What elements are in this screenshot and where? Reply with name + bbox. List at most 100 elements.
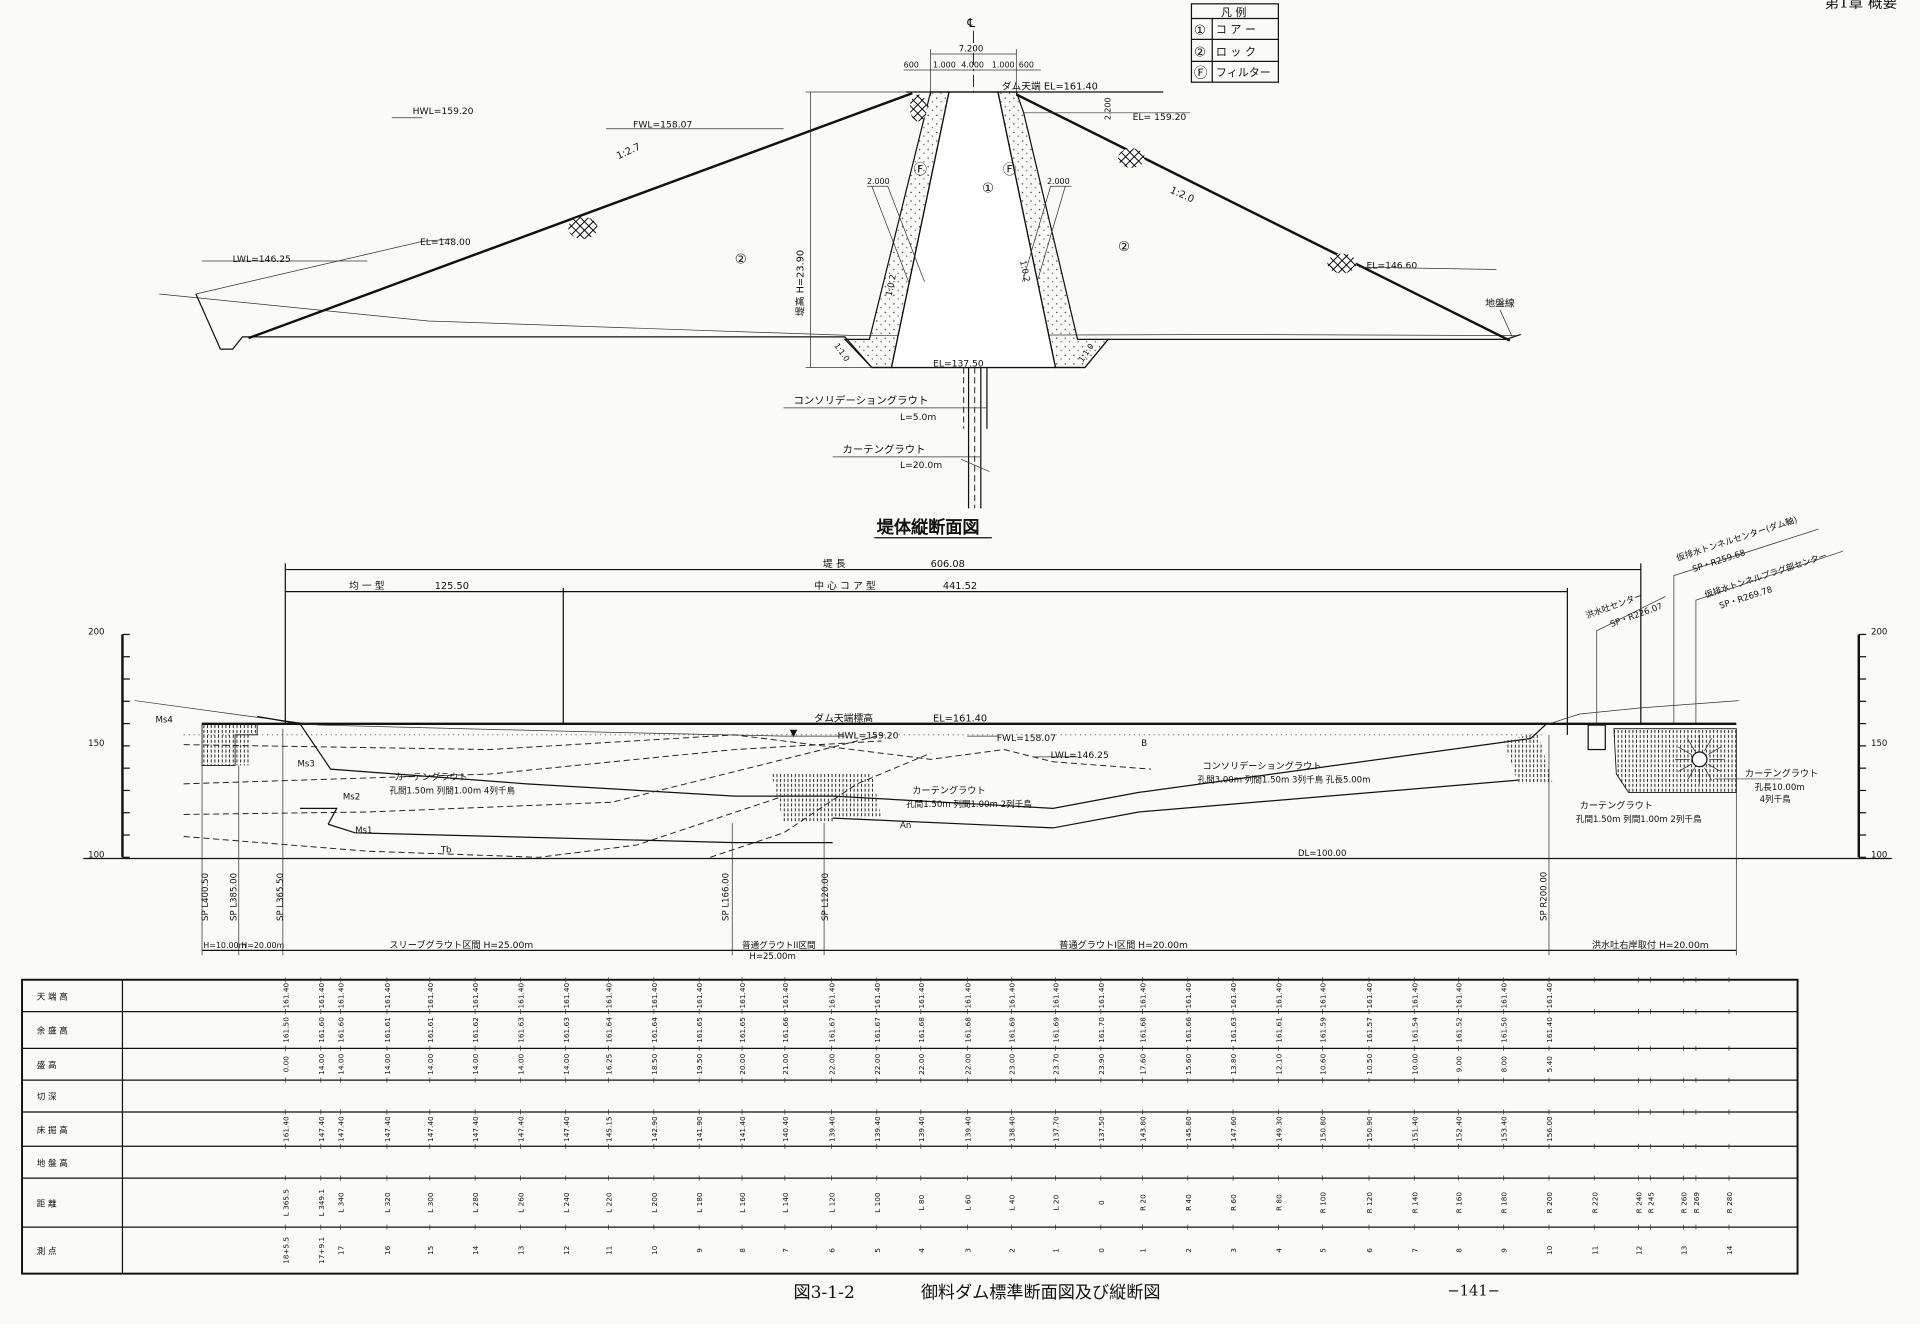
curtain-length: L=20.0m [900, 460, 942, 471]
table-cell-excav: 140.40 [781, 1116, 790, 1142]
table-cell-sta: 16 [383, 1245, 392, 1255]
table-cell-dist: R 280 [1725, 1192, 1734, 1214]
table-cell-excav: 147.40 [383, 1116, 392, 1142]
table-cell-extra: 161.61 [383, 1017, 392, 1043]
filter-width-right: 2.000 [1047, 177, 1070, 186]
sp-mark-l365: SP L365.50 [276, 873, 286, 921]
berm-dim: 2.200 [1104, 97, 1113, 120]
water-mark-icon: ▼ [790, 728, 798, 739]
table-cell-excav: 152.40 [1454, 1116, 1463, 1142]
table-cell-dist: R 80 [1274, 1194, 1283, 1211]
table-cell-dist: L 365.5 [281, 1189, 290, 1217]
table-cell-crest: 161.40 [873, 983, 882, 1009]
lwl-label: LWL=146.25 [233, 254, 291, 265]
table-cell-fill: 8.00 [1500, 1056, 1509, 1073]
diversion-tunnel-icon [1691, 751, 1708, 768]
table-cell-extra: 161.64 [605, 1017, 614, 1043]
downstream-el-label: EL=146.60 [1367, 260, 1418, 271]
table-cell-sta: 2 [1184, 1248, 1193, 1253]
legend-title: 凡 例 [1221, 5, 1247, 19]
table-cell-excav: 150.80 [1319, 1116, 1328, 1142]
table-cell-dist: R 140 [1410, 1192, 1419, 1214]
sp-mark-l385: SP L385.00 [229, 873, 239, 921]
note-tunnel-curtain-2: 孔長10.00m [1755, 782, 1805, 793]
table-cell-dist: R 120 [1365, 1192, 1374, 1214]
base-el-label: EL=137.50 [933, 358, 984, 369]
table-cell-sta: 4 [1274, 1248, 1283, 1253]
table-cell-sta: 8 [1454, 1248, 1463, 1253]
stratum-ms3: Ms3 [298, 760, 315, 770]
table-cell-extra: 161.50 [281, 1017, 290, 1043]
chapter-header: 第1章 概要 [1824, 0, 1897, 12]
note-curtain-mid-1: カーテングラウト [912, 785, 985, 797]
table-cell-excav: 139.40 [917, 1116, 926, 1142]
table-cell-crest: 161.40 [917, 983, 926, 1009]
cross-section-title: 堤体縦断面図 [877, 517, 980, 538]
crest-dim-3: 4.000 [961, 61, 984, 70]
legend-symbol-core: ① [1194, 23, 1206, 38]
table-cell-fill: 20.00 [738, 1053, 747, 1074]
table-row-label: 距 離 [37, 1197, 57, 1209]
grout-ray [1707, 763, 1721, 772]
crest-el: EL=161.40 [933, 713, 987, 724]
table-cell-dist: R 240 [1634, 1192, 1643, 1214]
table-cell-sta: 5 [1319, 1248, 1328, 1253]
table-cell-sta: 14 [1725, 1245, 1734, 1255]
axis-tick-200-left: 200 [88, 627, 104, 637]
table-cell-sta: 1 [1052, 1248, 1061, 1253]
table-cell-sta: 3 [963, 1248, 972, 1253]
table-cell-dist: L 60 [963, 1194, 972, 1210]
table-cell-fill: 22.00 [873, 1053, 882, 1074]
crest-width-dim: 7.200 [959, 45, 984, 55]
table-cell-crest: 161.40 [827, 983, 836, 1009]
legend-symbol-rock: ② [1194, 45, 1206, 60]
table-cell-dist: L 140 [781, 1192, 790, 1213]
zone-label-rock-downstream: ② [1118, 240, 1130, 255]
legend-label-filter: フィルター [1216, 66, 1271, 79]
consolidation-length: L=5.0m [900, 412, 936, 423]
table-cell-excav: 139.40 [963, 1116, 972, 1142]
legend: 凡 例 ① コ ア ー ② ロ ッ ク Ⓕ フィルター [1190, 3, 1279, 83]
table-cell-sta: 8 [738, 1248, 747, 1253]
grout-ray [1678, 763, 1692, 772]
table-cell-dist: R 40 [1184, 1194, 1193, 1211]
table-cell-dist: R 200 [1545, 1192, 1554, 1214]
table-cell-crest: 161.40 [1500, 983, 1509, 1009]
table-cell-excav: 141.90 [695, 1116, 704, 1142]
stratum-tb: Tb [440, 845, 452, 855]
table-cell-dist: L 300 [426, 1192, 435, 1213]
table-cell-fill: 22.00 [917, 1053, 926, 1074]
fwl-label: FWL=158.07 [633, 120, 692, 131]
table-row-label: 地 盤 高 [37, 1157, 69, 1169]
table-cell-sta: 13 [516, 1245, 525, 1255]
consolidation-grout-label: コンソリデーショングラウト [793, 394, 928, 407]
table-cell-extra: 161.60 [336, 1017, 345, 1043]
table-cell-excav: 147.40 [562, 1116, 571, 1142]
axis-tick-100-right: 100 [1871, 850, 1887, 860]
table-cell-crest: 161.40 [1410, 983, 1419, 1009]
table-cell-sta: 17+9.1 [317, 1237, 326, 1264]
table-cell-fill: 0.00 [281, 1056, 290, 1073]
table-row-label: 切 深 [37, 1092, 57, 1103]
fwl-label: FWL=158.07 [997, 733, 1056, 744]
table-cell-crest: 161.40 [1454, 983, 1463, 1009]
grout-ray [1704, 737, 1713, 752]
table-cell-sta: 2 [1007, 1248, 1016, 1253]
table-cell-excav: 142.90 [650, 1116, 659, 1142]
table-cell-extra: 161.57 [1365, 1017, 1374, 1043]
table-cell-excav: 147.40 [426, 1116, 435, 1142]
table-cell-fill: 17.60 [1139, 1053, 1148, 1074]
table-cell-sta: 9 [695, 1248, 704, 1253]
zone-label-filter-right: Ⓕ [1003, 162, 1016, 178]
table-cell-extra: 161.65 [738, 1017, 747, 1043]
table-cell-excav: 141.40 [738, 1116, 747, 1142]
dam-cross-section: ℄ 7.200 600 1.000 4.000 1.000 600 [159, 16, 1522, 539]
table-cell-sta: 5 [873, 1248, 882, 1253]
stratum-ms4: Ms4 [156, 716, 173, 726]
table-cell-crest: 161.40 [562, 983, 571, 1009]
table-cell-excav: 150.90 [1365, 1116, 1374, 1142]
table-cell-dist: R 160 [1454, 1192, 1463, 1214]
sp-mark-l400: SP L400.50 [201, 873, 211, 921]
stratum-ms1: Ms1 [355, 826, 372, 836]
table-cell-sta: 10 [650, 1245, 659, 1255]
